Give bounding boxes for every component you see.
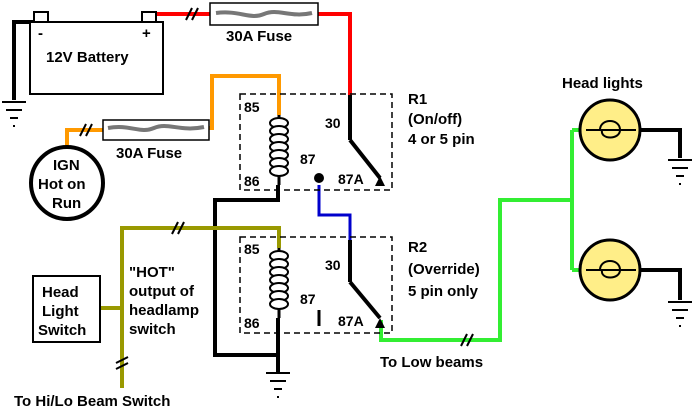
ign-line2: Hot on — [38, 176, 85, 193]
relay-2-name: R2 — [408, 239, 427, 256]
hot-output-line2: output of — [129, 283, 195, 300]
olive-switch-output-wire — [100, 226, 281, 388]
ground-symbol-battery — [2, 101, 26, 127]
relay-2-pin87a-contact — [375, 318, 385, 328]
relay-1-pin-87a: 87A — [338, 171, 364, 187]
relay-1-pin-85: 85 — [244, 99, 260, 115]
ground-symbol-headlight-top — [668, 159, 692, 185]
relay-2-pin-30: 30 — [325, 257, 341, 273]
battery-label: 12V Battery — [46, 49, 129, 66]
battery-negative-sign: - — [38, 25, 43, 42]
ign-line3: Run — [52, 195, 81, 212]
low-beams-label: To Low beams — [380, 354, 483, 371]
relay-2-desc1: (Override) — [408, 261, 480, 278]
black-ground-wire — [213, 185, 280, 372]
relay-1-name: R1 — [408, 91, 427, 108]
relay-1-pin-86: 86 — [244, 173, 260, 189]
relay-1-switch — [348, 95, 382, 180]
relay-1-pin-30: 30 — [325, 115, 341, 131]
relay-1-pin87a-contact — [375, 176, 385, 186]
fuse-ignition: 30A Fuse — [102, 119, 210, 162]
relay-2: 85 86 30 87 87A R2 (Override) 5 pin only — [239, 236, 480, 334]
hilo-switch-label: To Hi/Lo Beam Switch — [14, 393, 170, 410]
relay-1-desc1: (On/off) — [408, 111, 462, 128]
headlight-top — [578, 98, 642, 162]
relay-2-pin-86: 86 — [244, 315, 260, 331]
fuse-top: 30A Fuse — [209, 2, 319, 45]
ignition-source: IGN Hot on Run — [29, 145, 105, 221]
blue-jumper-wire — [317, 185, 352, 240]
hot-output-line1: "HOT" — [129, 264, 175, 281]
switch-line2: Light — [42, 303, 79, 320]
relay-2-pin-87: 87 — [300, 291, 316, 307]
relay-1-desc2: 4 or 5 pin — [408, 131, 475, 148]
relay-1: 85 86 30 87 87A R1 (On/off) 4 or 5 pin — [239, 91, 475, 191]
battery: - + 12V Battery — [29, 11, 164, 95]
red-power-wire — [148, 12, 352, 95]
relay-1-pin87-contact — [314, 173, 324, 183]
headlight-ground-wires — [636, 128, 682, 300]
hot-output-line3: headlamp — [129, 302, 199, 319]
relay-2-desc2: 5 pin only — [408, 283, 479, 300]
fuse-ignition-label: 30A Fuse — [116, 145, 182, 162]
headlight-bottom — [578, 238, 642, 302]
relay-2-switch — [348, 240, 382, 320]
switch-line3: Switch — [38, 322, 86, 339]
hot-output-label: "HOT" output of headlamp switch — [129, 264, 199, 338]
relay-2-pin-85: 85 — [244, 241, 260, 257]
relay-1-coil — [269, 115, 289, 185]
green-lowbeam-wire — [379, 128, 584, 342]
orange-ignition-wire — [65, 74, 281, 148]
wire-break-marks — [79, 7, 474, 370]
headlights-label: Head lights — [562, 75, 643, 92]
switch-line1: Head — [42, 284, 79, 301]
head-light-switch: Head Light Switch — [32, 275, 101, 343]
ground-symbol-relay2 — [266, 372, 290, 398]
hot-output-line4: switch — [129, 321, 176, 338]
ground-symbol-headlight-bottom — [668, 301, 692, 327]
ign-line1: IGN — [53, 157, 80, 174]
relay-1-pin-87: 87 — [300, 151, 316, 167]
relay-2-coil — [269, 248, 289, 318]
fuse-top-label: 30A Fuse — [226, 28, 292, 45]
battery-positive-sign: + — [142, 25, 151, 42]
relay-2-pin-87a: 87A — [338, 313, 364, 329]
